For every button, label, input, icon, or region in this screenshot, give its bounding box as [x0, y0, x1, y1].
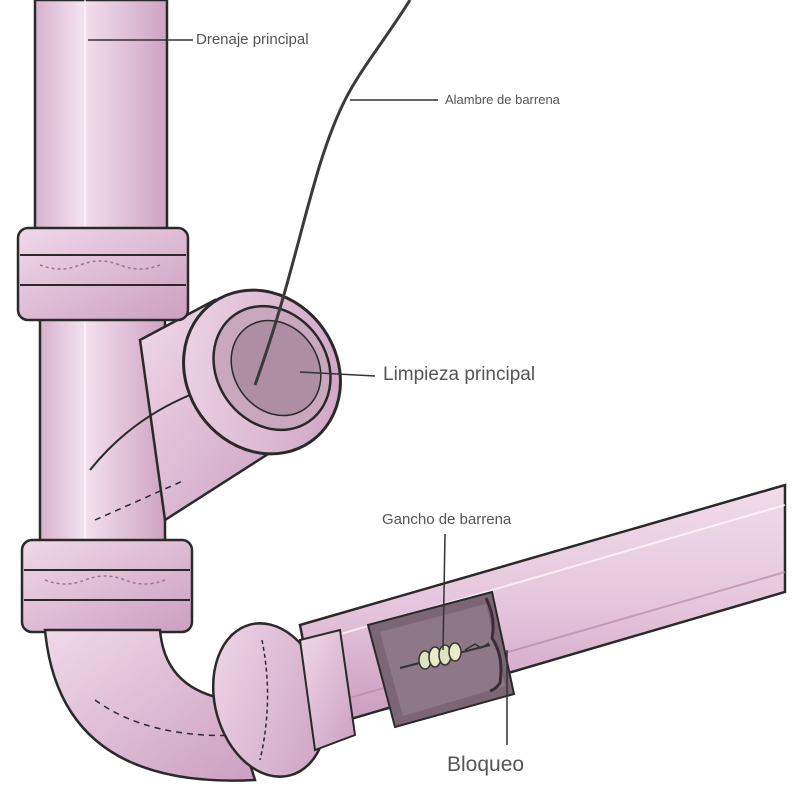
- label-auger-hook: Gancho de barrena: [382, 511, 512, 528]
- leader-lines: [88, 39, 508, 745]
- label-blockage: Bloqueo: [447, 753, 525, 776]
- auger-wire: [253, 0, 412, 386]
- elbow-hub: [211, 622, 357, 778]
- label-auger-wire: Alambre de barrena: [445, 92, 560, 107]
- horizontal-pipe: [298, 483, 787, 730]
- upper-coupling: [16, 226, 190, 322]
- cleanout-fitting: [182, 288, 342, 456]
- lower-coupling: [20, 538, 194, 634]
- label-main-drain: Drenaje principal: [196, 31, 309, 48]
- label-main-cleanout: Limpieza principal: [383, 364, 536, 385]
- auger-hook: [399, 642, 491, 670]
